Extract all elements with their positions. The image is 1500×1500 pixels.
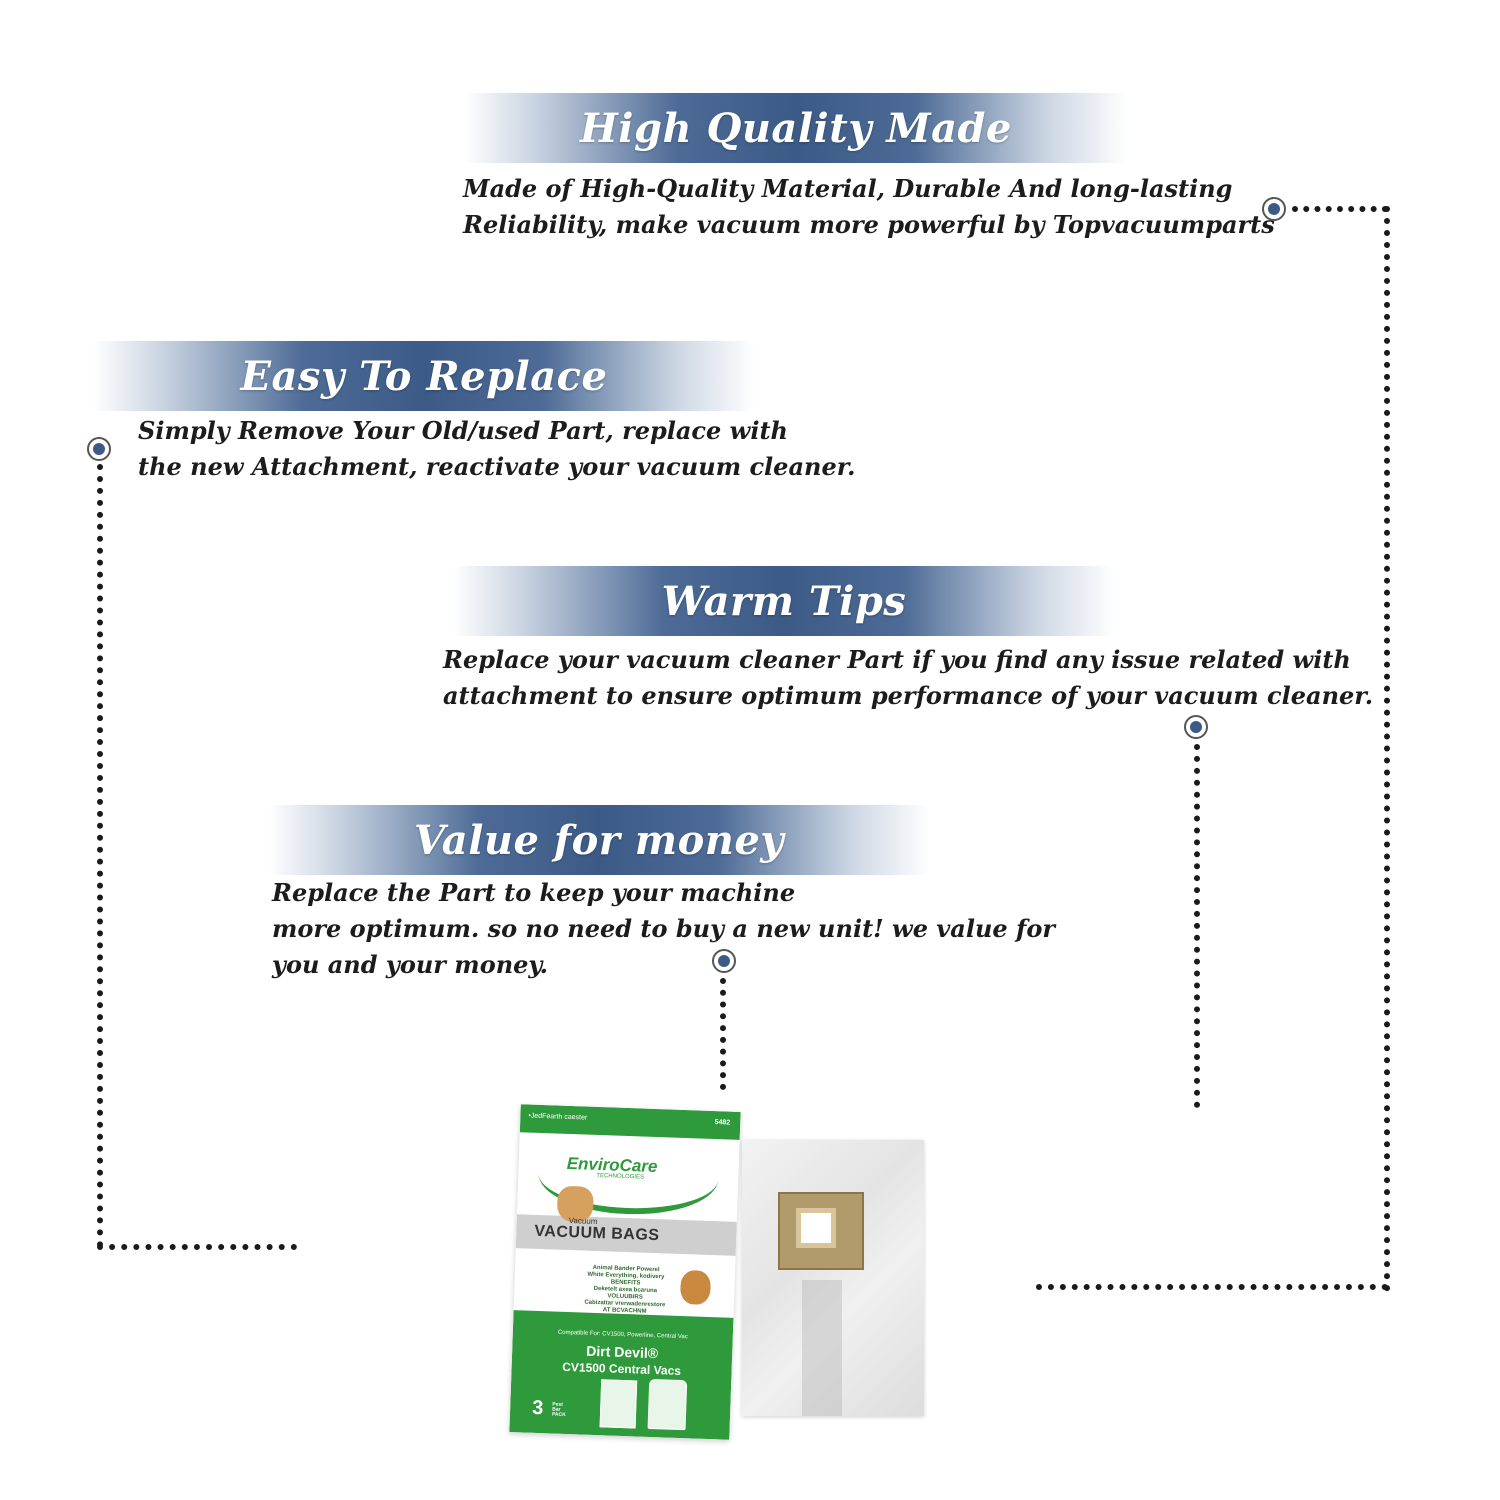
central-vac-icon	[647, 1378, 688, 1431]
package-count: 3	[531, 1396, 544, 1420]
title-value: Value for money	[413, 816, 785, 864]
bag-collar	[778, 1192, 864, 1270]
banner-value: Value for money	[268, 805, 930, 875]
desc-line: Simply Remove Your Old/used Part, replac…	[138, 416, 788, 445]
title-high-quality: High Quality Made	[580, 104, 1012, 152]
connector-line	[1194, 744, 1200, 1108]
desc-line: you and your money.	[272, 950, 548, 979]
marker-value	[712, 949, 736, 973]
package-code: 5482	[714, 1119, 731, 1127]
vacuum-bag	[742, 1140, 924, 1416]
desc-line: Made of High-Quality Material, Durable A…	[463, 174, 1233, 203]
desc-line: Replace your vacuum cleaner Part if you …	[443, 645, 1351, 674]
desc-warm-tips: Replace your vacuum cleaner Part if you …	[443, 642, 1373, 714]
pack-line: PACK	[551, 1411, 566, 1419]
package-top-band	[519, 1104, 741, 1140]
cat-image	[679, 1269, 712, 1305]
banner-easy-replace: Easy To Replace	[93, 341, 755, 411]
marker-warm-tips	[1184, 715, 1208, 739]
desc-line: Reliability, make vacuum more powerful b…	[463, 210, 1275, 239]
marker-easy-replace	[87, 437, 111, 461]
marker-high-quality	[1262, 197, 1286, 221]
desc-line: Replace the Part to keep your machine	[272, 878, 796, 907]
desc-value: Replace the Part to keep your machine mo…	[272, 875, 1055, 983]
package-pack-label: Pest Bar PACK	[551, 1402, 571, 1419]
bag-outline-icon	[599, 1379, 638, 1429]
connector-line	[97, 464, 103, 1248]
connector-line	[1292, 206, 1388, 212]
bag-fold	[802, 1280, 842, 1416]
desc-line: attachment to ensure optimum performance…	[443, 681, 1374, 710]
connector-line	[97, 1244, 297, 1250]
vacuum-bag-package: •JedFearth caester 5482 EnviroCare TECHN…	[509, 1104, 741, 1440]
desc-line: more optimum. so no need to buy a new un…	[272, 914, 1055, 943]
banner-high-quality: High Quality Made	[465, 93, 1127, 163]
desc-high-quality: Made of High-Quality Material, Durable A…	[463, 171, 1275, 243]
connector-line	[1384, 206, 1390, 1292]
connector-line	[1036, 1284, 1388, 1290]
banner-warm-tips: Warm Tips	[453, 566, 1115, 636]
bag-collar-opening	[796, 1208, 836, 1248]
connector-line	[720, 978, 726, 1090]
desc-easy-replace: Simply Remove Your Old/used Part, replac…	[138, 413, 856, 485]
package-info: Animal Bander Powerel White Everything, …	[570, 1264, 682, 1317]
title-easy-replace: Easy To Replace	[240, 352, 608, 400]
desc-line: the new Attachment, reactivate your vacu…	[138, 452, 856, 481]
title-warm-tips: Warm Tips	[661, 577, 907, 625]
